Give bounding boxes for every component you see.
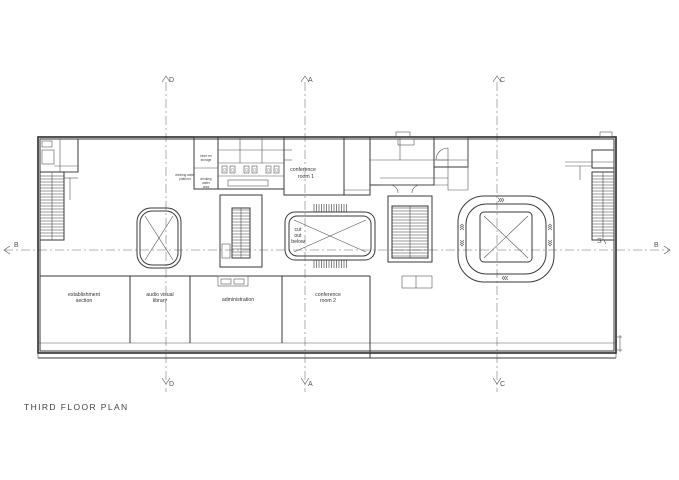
svg-text:area: area: [203, 185, 210, 189]
svg-text:room 2: room 2: [320, 298, 336, 304]
svg-text:library: library: [153, 298, 168, 304]
svg-text:B: B: [14, 242, 19, 249]
svg-text:drinking water: drinking water: [175, 173, 196, 177]
svg-text:room 1: room 1: [298, 174, 314, 180]
service-rooms-right: [369, 136, 469, 194]
left-stair: [39, 171, 78, 241]
end-marker-s: S: [597, 238, 607, 245]
svg-text:D: D: [169, 77, 174, 84]
stair-admin: [219, 194, 263, 268]
grid-marker-a-top: A: [300, 75, 313, 84]
room-audio-visual-library: audio visual library: [146, 292, 173, 304]
left-service-block: [39, 138, 79, 173]
svg-text:C: C: [500, 77, 505, 84]
right-stair: [565, 149, 615, 241]
svg-text:storage: storage: [201, 158, 212, 162]
svg-text:platform: platform: [179, 177, 191, 181]
cut-out-below: cut out below: [284, 204, 376, 268]
svg-text:A: A: [308, 381, 313, 388]
svg-text:administration: administration: [222, 297, 254, 303]
svg-text:establishment: establishment: [68, 292, 101, 298]
toilet-block: store rm storage drinking water platform…: [175, 136, 292, 190]
svg-text:water: water: [202, 181, 211, 185]
svg-text:out: out: [294, 233, 302, 239]
svg-text:section: section: [76, 298, 93, 304]
room-administration: administration: [222, 297, 254, 303]
conference-room-1: conference room 1: [283, 136, 371, 196]
stair-right-center: [387, 195, 433, 263]
svg-text:drinking: drinking: [200, 177, 211, 181]
ring-opening-right: [457, 195, 555, 283]
grid-lines: [4, 82, 670, 392]
svg-text:below: below: [291, 239, 305, 245]
svg-text:S: S: [597, 238, 602, 245]
grid-marker-b-right: B: [654, 242, 671, 255]
room-establishment-section: establishment section: [68, 292, 101, 304]
building-outline: [37, 131, 622, 359]
oval-opening-left: [136, 207, 182, 269]
drawing-title: THIRD FLOOR PLAN: [24, 402, 129, 412]
bottom-rooms: [40, 275, 433, 358]
svg-text:B: B: [654, 242, 659, 249]
grid-marker-d-top: D: [161, 75, 174, 84]
svg-text:conference: conference: [315, 292, 341, 298]
svg-text:A: A: [308, 77, 313, 84]
svg-text:C: C: [500, 381, 505, 388]
svg-text:store rm: store rm: [200, 154, 212, 158]
grid-marker-c-bottom: C: [492, 377, 505, 388]
grid-marker-a-bottom: A: [300, 377, 313, 388]
svg-text:D: D: [169, 381, 174, 388]
svg-text:cut: cut: [295, 227, 302, 233]
grid-marker-b-left: B: [3, 242, 19, 255]
svg-text:conference: conference: [290, 167, 316, 173]
grid-marker-c-top: C: [492, 75, 505, 84]
svg-text:audio visual: audio visual: [146, 292, 173, 298]
grid-marker-d-bottom: D: [161, 377, 174, 388]
room-conference-2: conference room 2: [315, 292, 341, 304]
